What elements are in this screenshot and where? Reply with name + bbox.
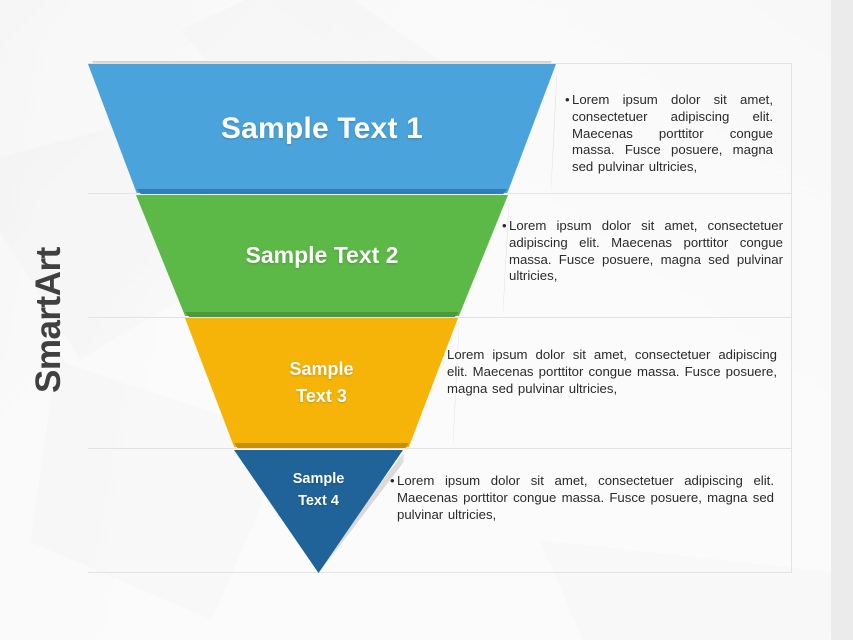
description-panel-row-2: • Lorem ipsum dolor sit amet, consectetu… (88, 194, 792, 318)
description-body-4: Lorem ipsum dolor sit amet, consectetuer… (397, 473, 774, 522)
bullet-icon: • (502, 218, 507, 233)
description-body-2: Lorem ipsum dolor sit amet, consectetuer… (509, 218, 783, 284)
description-panel-row-3: • Lorem ipsum dolor sit amet, consectetu… (88, 318, 792, 449)
right-gutter-strip (831, 0, 853, 640)
description-panel-row-1: • Lorem ipsum dolor sit amet, consectetu… (88, 63, 792, 194)
bullet-icon: • (440, 347, 445, 362)
description-text-1: • Lorem ipsum dolor sit amet, consectetu… (565, 92, 773, 176)
description-text-3: • Lorem ipsum dolor sit amet, consectetu… (440, 347, 777, 397)
description-text-4: • Lorem ipsum dolor sit amet, consectetu… (390, 473, 774, 523)
description-body-3: Lorem ipsum dolor sit amet, consectetuer… (447, 347, 777, 396)
bullet-icon: • (565, 92, 570, 107)
smartart-side-label: SmartArt (29, 247, 68, 393)
description-text-2: • Lorem ipsum dolor sit amet, consectetu… (502, 218, 783, 285)
description-body-1: Lorem ipsum dolor sit amet, consectetuer… (572, 92, 773, 175)
bullet-icon: • (390, 473, 395, 488)
description-panel-list: • Lorem ipsum dolor sit amet, consectetu… (88, 63, 792, 573)
description-panel-row-4: • Lorem ipsum dolor sit amet, consectetu… (88, 449, 792, 573)
